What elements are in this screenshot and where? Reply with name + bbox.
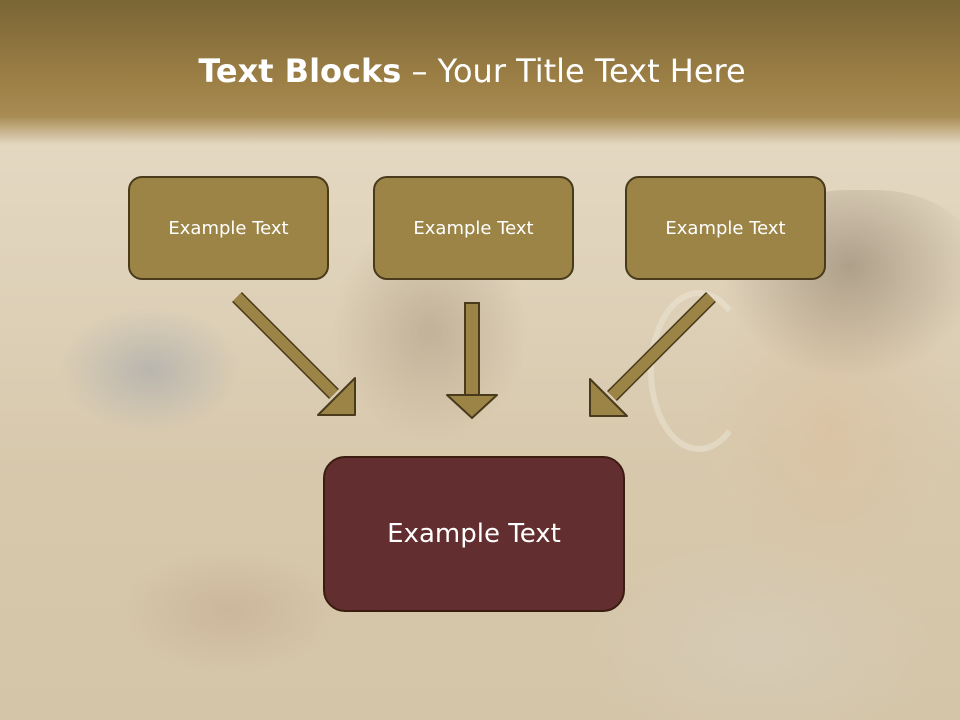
slide-title: Text Blocks – Your Title Text Here — [0, 52, 944, 90]
text-box-right-label: Example Text — [665, 217, 786, 239]
text-box-main[interactable]: Example Text — [323, 456, 625, 612]
title-separator: – — [401, 52, 438, 90]
text-box-left[interactable]: Example Text — [128, 176, 329, 280]
title-bar — [0, 0, 960, 145]
title-bold: Text Blocks — [198, 52, 402, 90]
arrow-right-diagonal — [589, 292, 716, 417]
text-box-center-label: Example Text — [413, 217, 534, 239]
title-rest: Your Title Text Here — [437, 52, 746, 90]
text-box-left-label: Example Text — [168, 217, 289, 239]
text-box-main-label: Example Text — [387, 519, 561, 549]
headphone-shape — [648, 290, 750, 452]
arrow-left-diagonal — [232, 292, 356, 416]
text-box-right[interactable]: Example Text — [625, 176, 826, 280]
arrow-center-down — [446, 302, 498, 419]
text-box-center[interactable]: Example Text — [373, 176, 574, 280]
